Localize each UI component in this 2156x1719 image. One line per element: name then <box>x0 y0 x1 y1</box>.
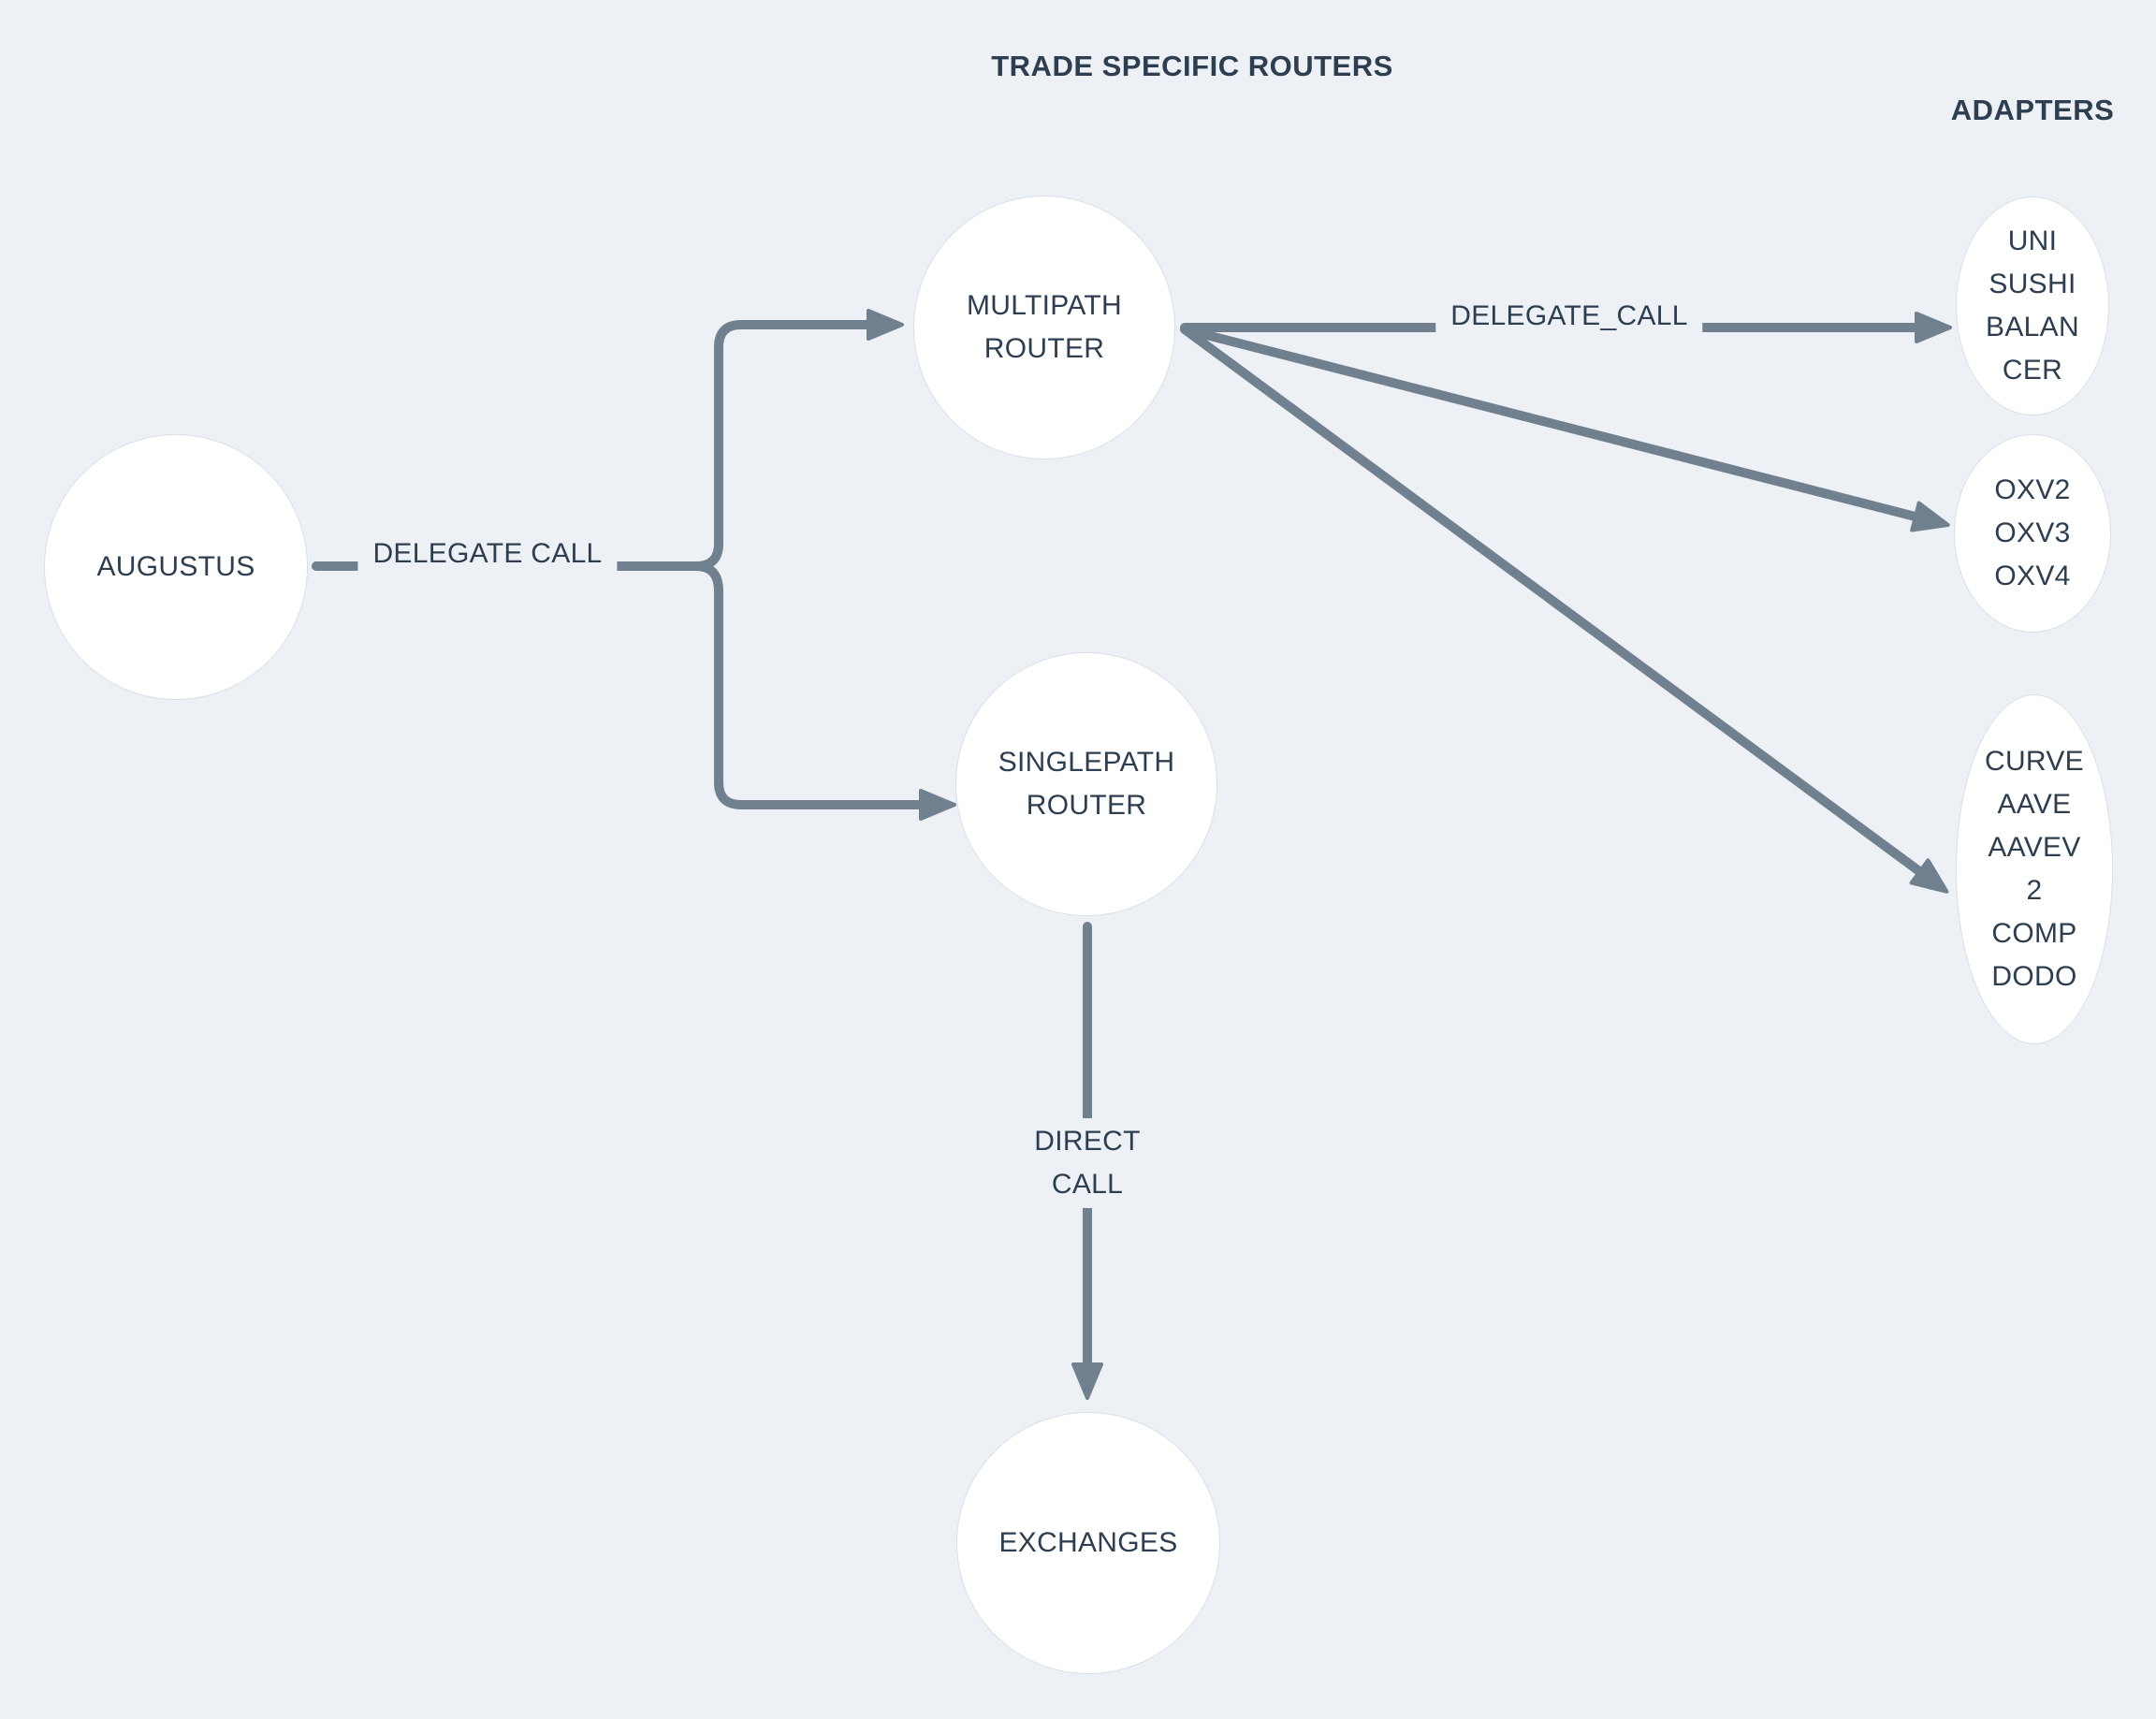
node-adapter-uni-sushi-balancer: UNI SUSHI BALAN CER <box>1957 197 2108 415</box>
edge-multipath-to-curve-adapter <box>1180 325 1949 894</box>
node-augustus: AUGUSTUS <box>45 435 307 699</box>
node-multipath-router: MULTIPATH ROUTER <box>914 197 1174 459</box>
edge-label-delegate-call-underscore: DELEGATE_CALL <box>1435 293 1703 340</box>
edge-multipath-to-oxv-adapter <box>1180 325 1950 532</box>
edge-augustus-to-singlepath-router <box>312 561 956 821</box>
node-adapter-oxv: OXV2 OXV3 OXV4 <box>1955 435 2110 632</box>
node-singlepath-router: SINGLEPATH ROUTER <box>956 653 1216 915</box>
edge-label-direct-call: DIRECT CALL <box>1019 1118 1156 1208</box>
edge-label-delegate-call: DELEGATE CALL <box>357 531 618 577</box>
node-exchanges: EXCHANGES <box>957 1413 1219 1673</box>
title-adapters: ADAPTERS <box>1950 94 2115 126</box>
title-trade-specific-routers: TRADE SPECIFIC ROUTERS <box>991 50 1393 82</box>
node-adapter-curve-group: CURVE AAVE AAVEV 2 COMP DODO <box>1957 695 2112 1043</box>
